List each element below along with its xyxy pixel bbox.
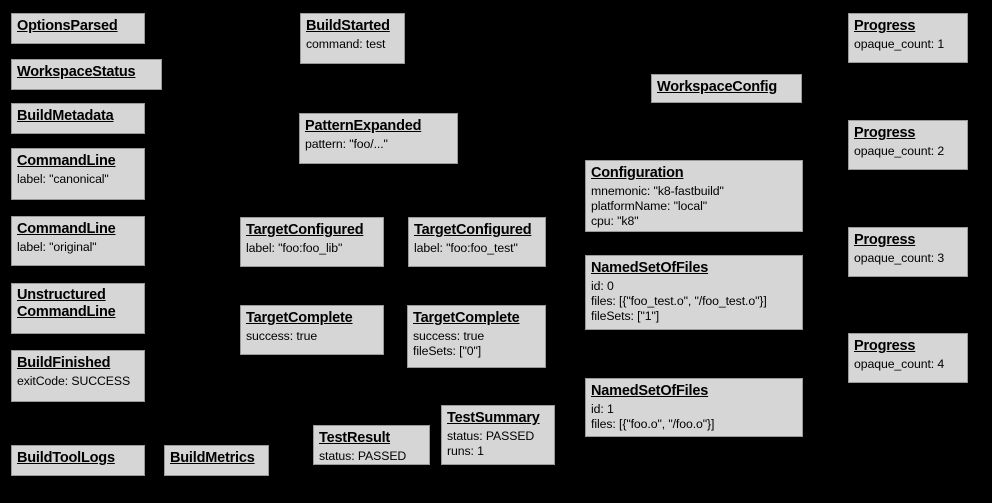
event-node-target-complete-lib[interactable]: TargetComplete success: true [240,305,384,355]
event-node-field: id: 1 [591,401,614,416]
event-node-fields: pattern: "foo/..." [305,137,452,152]
event-node-field: opaque_count: 2 [854,143,945,158]
event-node-progress-1[interactable]: Progress opaque_count: 1 [848,13,968,63]
event-node-target-configured-foo-lib[interactable]: TargetConfigured label: "foo:foo_lib" [240,217,384,267]
event-node-field: fileSets: ["1"] [591,309,660,324]
event-node-field: files: [{"foo_test.o", "/foo_test.o"}] [591,294,767,309]
event-node-fields: success: true [246,329,378,344]
event-node-fields: opaque_count: 4 [854,357,962,372]
event-node-progress-4[interactable]: Progress opaque_count: 4 [848,333,968,383]
event-node-unstructured-command-line[interactable]: Unstructured CommandLine [11,283,145,334]
event-node-command-line-original[interactable]: CommandLine label: "original" [11,216,145,266]
event-node-field: opaque_count: 3 [854,250,945,265]
event-node-fields: opaque_count: 3 [854,251,962,266]
event-node-workspace-status[interactable]: WorkspaceStatus [11,59,162,90]
event-node-title: PatternExpanded [305,118,422,134]
event-node-progress-3[interactable]: Progress opaque_count: 3 [848,227,968,277]
event-node-field: runs: 1 [447,444,484,459]
event-node-field: status: PASSED [447,428,535,443]
event-node-title: TargetComplete [246,310,353,326]
event-node-configuration[interactable]: Configuration mnemonic: "k8-fastbuild"pla… [585,160,803,232]
event-node-field: id: 0 [591,278,614,293]
event-node-build-tool-logs[interactable]: BuildToolLogs [11,445,145,476]
event-node-field: label: "foo:foo_test" [414,240,518,255]
event-node-title: TestSummary [447,410,540,426]
event-node-build-metrics[interactable]: BuildMetrics [164,445,269,476]
event-node-title: WorkspaceStatus [17,64,136,80]
event-node-build-started[interactable]: BuildStarted command: test [300,13,405,64]
event-node-title: Progress [854,232,916,248]
event-node-title: WorkspaceConfig [657,79,778,95]
event-node-title: TargetConfigured [246,222,364,238]
event-node-title: BuildMetadata [17,108,114,124]
event-node-title: Configuration [591,165,684,181]
event-node-field: label: "original" [17,239,97,254]
event-node-field: cpu: "k8" [591,214,639,229]
event-node-build-metadata[interactable]: BuildMetadata [11,103,145,134]
event-node-test-result[interactable]: TestResult status: PASSED [313,425,430,465]
event-node-target-configured-foo-test[interactable]: TargetConfigured label: "foo:foo_test" [408,217,546,267]
event-node-title: TargetConfigured [414,222,532,238]
event-node-fields: label: "foo:foo_test" [414,241,540,256]
event-node-field: status: PASSED [319,448,407,463]
event-node-options-parsed[interactable]: OptionsParsed [11,13,145,44]
event-node-field: label: "canonical" [17,171,109,186]
event-node-title: CommandLine [17,221,116,237]
event-node-field: opaque_count: 4 [854,356,945,371]
event-node-title: NamedSetOfFiles [591,383,709,399]
event-node-title: Progress [854,338,916,354]
event-node-field: fileSets: ["0"] [413,344,482,359]
event-node-field: files: [{"foo.o", "/foo.o"}] [591,417,715,432]
event-node-field: label: "foo:foo_lib" [246,240,343,255]
event-node-field: success: true [413,328,485,343]
event-node-title: Unstructured CommandLine [17,287,116,321]
event-node-field: success: true [246,328,318,343]
event-node-title: BuildMetrics [170,450,255,466]
event-node-fields: exitCode: SUCCESS [17,374,139,389]
event-node-title: NamedSetOfFiles [591,260,709,276]
event-node-field: platformName: "local" [591,199,707,214]
event-node-field: mnemonic: "k8-fastbuild" [591,183,724,198]
event-node-fields: opaque_count: 1 [854,37,962,52]
event-node-fields: label: "foo:foo_lib" [246,241,378,256]
event-node-title: Progress [854,125,916,141]
event-node-pattern-expanded[interactable]: PatternExpanded pattern: "foo/..." [299,113,458,164]
event-node-fields: label: "original" [17,240,139,255]
event-node-title: OptionsParsed [17,18,118,34]
event-node-field: exitCode: SUCCESS [17,373,131,388]
event-node-field: opaque_count: 1 [854,36,945,51]
event-node-title: BuildFinished [17,355,111,371]
event-node-fields: mnemonic: "k8-fastbuild"platformName: "l… [591,184,797,230]
event-node-title: BuildStarted [306,18,390,34]
event-node-fields: command: test [306,37,399,52]
event-node-fields: opaque_count: 2 [854,144,962,159]
event-node-fields: label: "canonical" [17,172,139,187]
event-node-title: TestResult [319,430,391,446]
event-node-field: pattern: "foo/..." [305,136,388,151]
event-node-title: Progress [854,18,916,34]
event-node-title: TargetComplete [413,310,520,326]
event-node-workspace-config[interactable]: WorkspaceConfig [651,74,802,103]
event-node-fields: status: PASSED [319,449,424,464]
event-node-command-line-canonical[interactable]: CommandLine label: "canonical" [11,148,145,200]
event-node-title: CommandLine [17,153,116,169]
event-node-title: BuildToolLogs [17,450,115,466]
event-node-build-finished[interactable]: BuildFinished exitCode: SUCCESS [11,350,145,402]
event-node-progress-2[interactable]: Progress opaque_count: 2 [848,120,968,170]
event-node-field: command: test [306,36,386,51]
